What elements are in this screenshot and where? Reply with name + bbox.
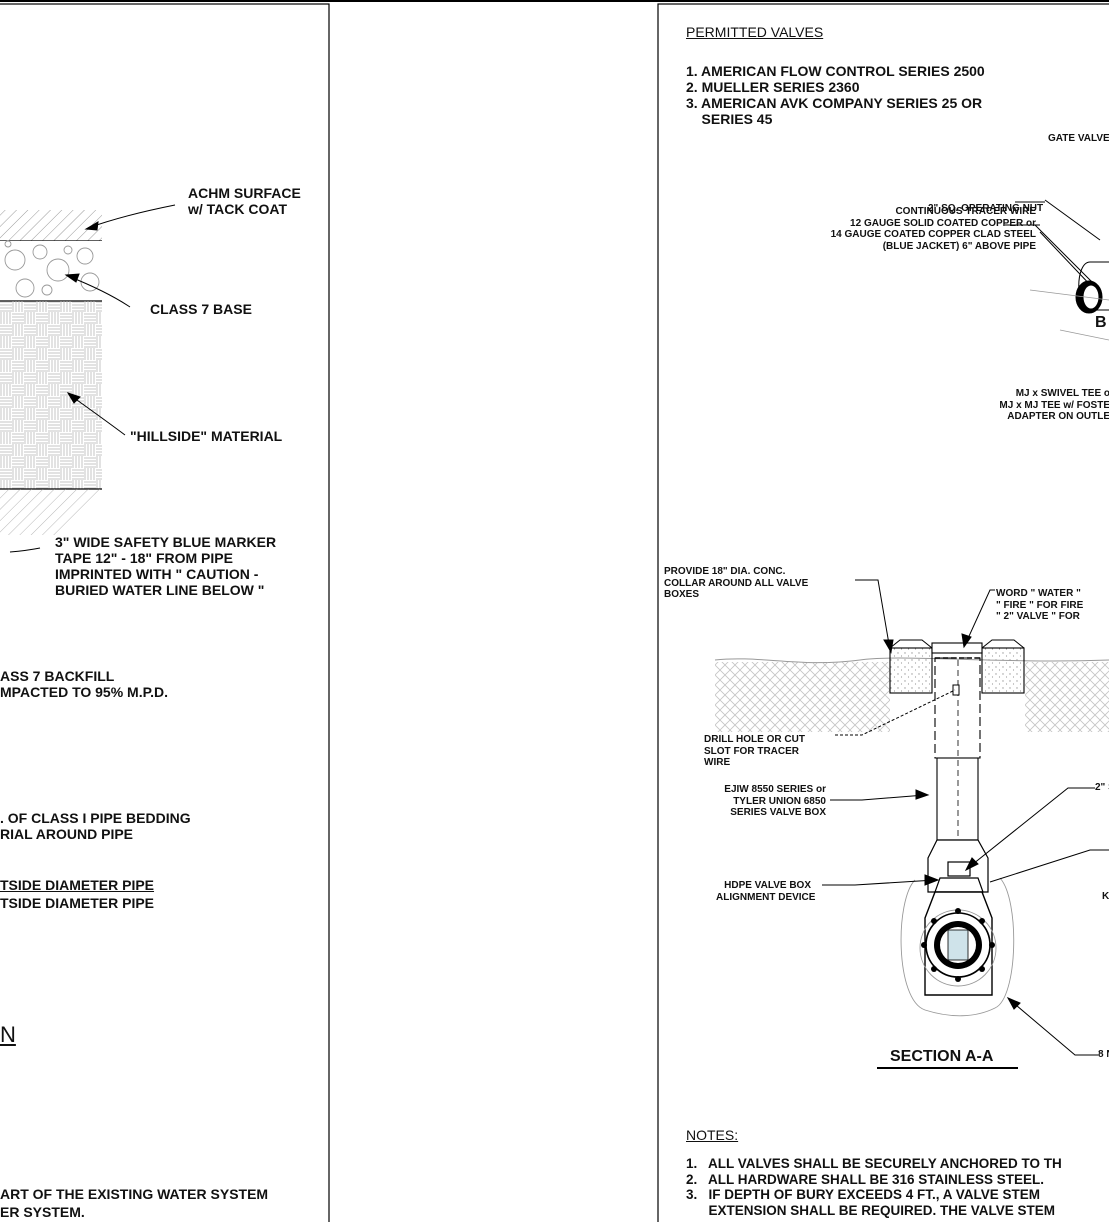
permitted-valves-title: PERMITTED VALVES [686,24,824,40]
class7-base-layer [0,241,102,301]
hillside-material-label: "HILLSIDE" MATERIAL [130,428,283,444]
eight-n-label: 8 N [1098,1049,1109,1060]
left-note-line-1: ART OF THE EXISTING WATER SYSTEM [0,1186,269,1202]
hillside-layer [0,301,102,489]
operating-nut-label: 2" SQ. OPERATING NUT [928,203,1044,214]
permitted-valves-list: 1. AMERICAN FLOW CONTROL SERIES 2500 2. … [686,63,985,128]
k-label: K [1102,891,1109,902]
section-a-a-title: SECTION A-A [890,1048,994,1065]
trench-section [0,204,176,553]
achm-surface-layer [0,210,102,241]
class7-base-label: CLASS 7 BASE [150,301,252,317]
tee-label: MJ x SWIVEL TEE o MJ x MJ TEE w/ FOSTE A… [999,388,1109,422]
right-sheet-frame [657,3,1109,1222]
valve-box-series-label: EJIW 8550 SERIES or TYLER UNION 6850 SER… [724,784,826,818]
drill-hole-label: DRILL HOLE OR CUT SLOT FOR TRACER WIRE [704,734,805,768]
tracer-wire-label: CONTINUOUS TRACER WIRE 12 GAUGE SOLID CO… [830,206,1036,252]
section-mark-b: B [1095,314,1107,331]
collar-left [889,647,933,694]
two-inch-s-label: 2" S [1095,782,1109,793]
backfill-label: ASS 7 BACKFILL MPACTED TO 95% M.P.D. [0,668,169,701]
pipe-bedding-label: . OF CLASS I PIPE BEDDING RIAL AROUND PI… [0,810,191,843]
section-a-a [714,224,1109,1069]
marker-tape-label: 3" WIDE SAFETY BLUE MARKER TAPE 12" - 18… [55,534,277,599]
collar-right [981,647,1025,694]
hdpe-alignment-label: HDPE VALVE BOX ALIGNMENT DEVICE [716,880,816,903]
notes-title: NOTES: [686,1127,739,1143]
achm-surface-label: ACHM SURFACE w/ TACK COAT [188,185,301,218]
left-sheet-frame [0,3,330,1222]
valve-box-lower [936,757,979,841]
word-water-label: WORD " WATER " " FIRE " FOR FIRE " 2" VA… [996,588,1084,622]
plan-view [1005,199,1109,341]
valve-box-lid [931,642,983,654]
pipe-diameter-label-1: TSIDE DIAMETER PIPE [0,877,155,893]
valve-box-upper [934,657,981,759]
trench-hatch [0,489,102,535]
gate-valve-label: GATE VALVE [1048,133,1109,144]
left-title-fragment: N [0,1022,16,1047]
base-aggregate [4,240,100,298]
concrete-collar-label: PROVIDE 18" DIA. CONC. COLLAR AROUND ALL… [664,566,809,600]
notes-text: 1. ALL VALVES SHALL BE SECURELY ANCHORED… [686,1156,1062,1218]
left-note-line-2: ER SYSTEM. [0,1204,85,1220]
pipe-diameter-label-2: TSIDE DIAMETER PIPE [0,895,155,911]
